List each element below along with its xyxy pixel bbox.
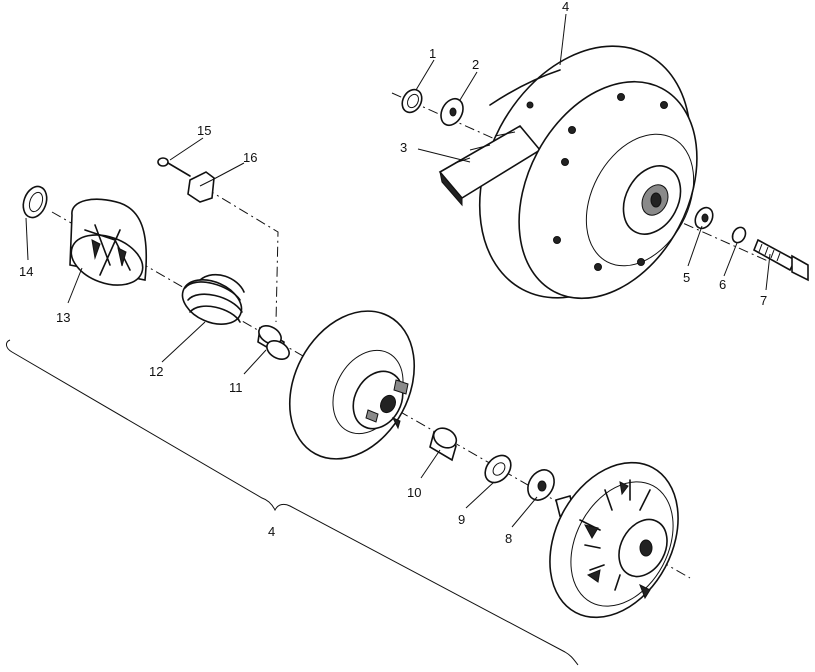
retainer-ring-part-14: [22, 185, 48, 219]
callout-8: 8: [505, 531, 512, 546]
fixed-sheave: [549, 461, 679, 619]
callout-15: 15: [197, 123, 211, 138]
callout-16: 16: [243, 150, 257, 165]
assembly-bracket: [6, 339, 579, 666]
weight-part-16: [187, 171, 215, 203]
cam-part-13: [69, 198, 148, 286]
washer-part-5: [694, 206, 714, 230]
callout-7: 7: [760, 293, 767, 308]
washer-part-2: [440, 97, 464, 127]
lockwasher-part-6: [731, 226, 747, 244]
callout-labels: 1 2 3 4 5 6 7 8 9 10 11 12 13 14 15 16 4: [19, 0, 767, 546]
spacer-part-10: [429, 427, 458, 462]
driven-clutch-assembly: [438, 45, 698, 300]
spring-part-12: [181, 274, 245, 325]
screw-part-15: [157, 157, 191, 177]
leader-lines: [25, 13, 771, 528]
moveable-sheave: [288, 310, 416, 460]
callout-12: 12: [149, 364, 163, 379]
callout-9: 9: [458, 512, 465, 527]
bolt-part-7: [752, 238, 809, 282]
bushing-part-11: [257, 325, 290, 360]
callout-3: 3: [400, 140, 407, 155]
callout-4-top: 4: [562, 0, 569, 14]
callout-11: 11: [229, 380, 243, 395]
callout-13: 13: [56, 310, 70, 325]
washer-part-1: [401, 88, 423, 114]
callout-4-bracket: 4: [268, 524, 275, 539]
callout-6: 6: [719, 277, 726, 292]
callout-10: 10: [407, 485, 421, 500]
callout-14: 14: [19, 264, 33, 279]
callout-5: 5: [683, 270, 690, 285]
callout-1: 1: [429, 46, 436, 61]
washer-part-9: [484, 454, 512, 484]
callout-2: 2: [472, 57, 479, 72]
washer-part-8: [527, 469, 555, 501]
